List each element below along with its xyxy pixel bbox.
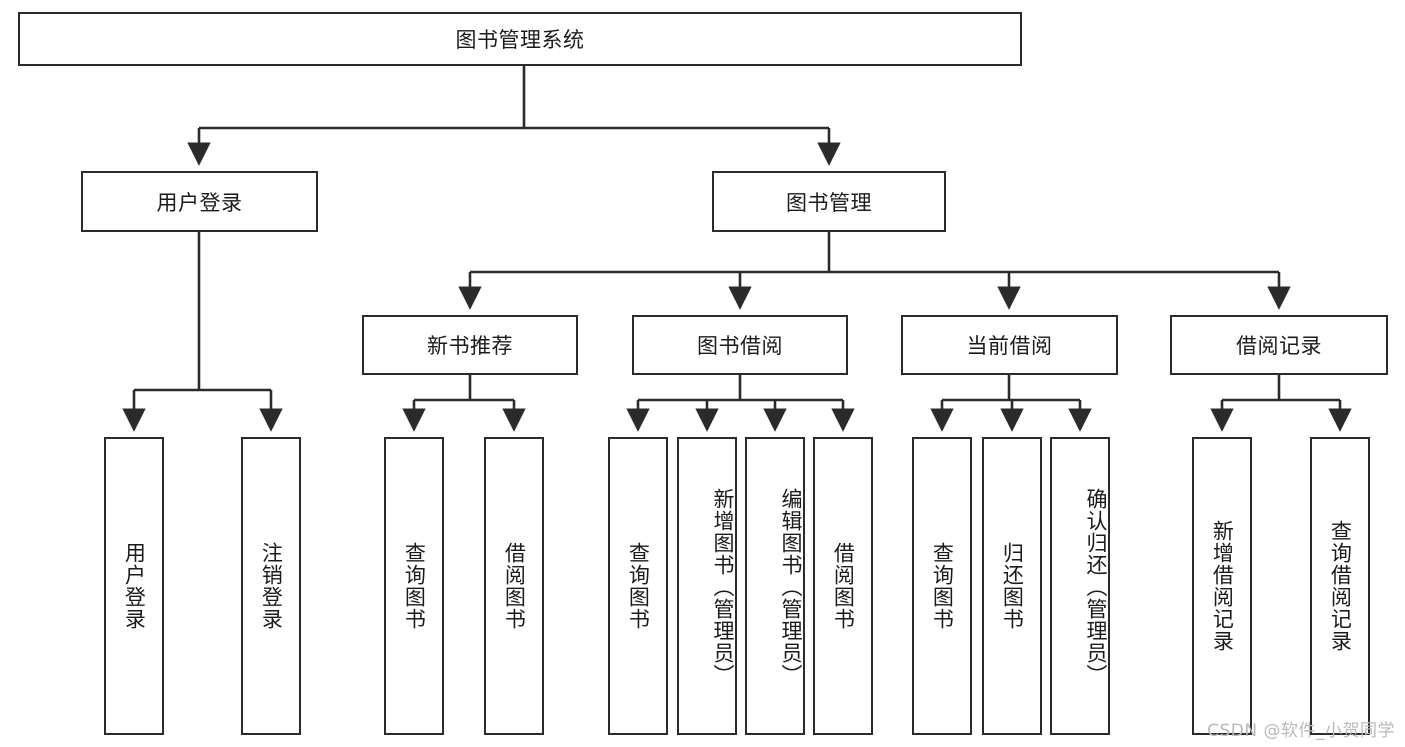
leaf-query-borrow-record[interactable]: 查询借阅记录	[1310, 437, 1370, 735]
leaf-borrow-book[interactable]: 借阅图书	[813, 437, 873, 735]
node-book-borrow[interactable]: 图书借阅	[632, 315, 848, 375]
node-label: 借阅图书	[502, 542, 527, 630]
node-label: 查询图书	[402, 542, 427, 630]
node-label: 注销登录	[259, 542, 284, 630]
leaf-edit-book-admin[interactable]: 编辑图书（管理员）	[745, 437, 805, 735]
node-label: 新书推荐	[427, 334, 513, 358]
node-borrow-records[interactable]: 借阅记录	[1170, 315, 1388, 375]
leaf-add-borrow-record[interactable]: 新增借阅记录	[1192, 437, 1252, 735]
node-label: 图书借阅	[697, 334, 783, 358]
node-new-book-recommend[interactable]: 新书推荐	[362, 315, 578, 375]
leaf-query-book-recommend[interactable]: 查询图书	[384, 437, 444, 735]
node-user-login[interactable]: 用户登录	[81, 171, 318, 232]
leaf-confirm-return-admin[interactable]: 确认归还（管理员）	[1050, 437, 1110, 735]
csdn-watermark: CSDN @软件_小贺同学	[1207, 721, 1395, 741]
leaf-return-book[interactable]: 归还图书	[982, 437, 1042, 735]
node-label: 借阅记录	[1236, 334, 1322, 358]
node-label: 新增借阅记录	[1210, 520, 1235, 652]
node-label: 图书管理	[786, 190, 872, 215]
node-book-management[interactable]: 图书管理	[712, 171, 946, 232]
node-label: 用户登录	[122, 542, 147, 630]
node-label: 确认归还（管理员）	[1084, 488, 1108, 686]
node-label: 查询图书	[626, 542, 651, 630]
node-label: 新增图书（管理员）	[711, 488, 735, 686]
leaf-borrow-book-recommend[interactable]: 借阅图书	[484, 437, 544, 735]
node-label: 借阅图书	[831, 542, 856, 630]
node-label: 归还图书	[1000, 542, 1025, 630]
node-label: 查询图书	[930, 542, 955, 630]
leaf-add-book-admin[interactable]: 新增图书（管理员）	[677, 437, 737, 735]
node-root-book-management-system[interactable]: 图书管理系统	[18, 12, 1022, 66]
leaf-user-login[interactable]: 用户登录	[104, 437, 164, 735]
node-label: 用户登录	[156, 190, 243, 215]
node-current-borrow[interactable]: 当前借阅	[901, 315, 1118, 375]
leaf-query-book-current[interactable]: 查询图书	[912, 437, 972, 735]
node-label: 编辑图书（管理员）	[779, 488, 803, 686]
node-label: 查询借阅记录	[1328, 520, 1353, 652]
node-label: 图书管理系统	[455, 28, 585, 52]
leaf-logout[interactable]: 注销登录	[241, 437, 301, 735]
node-label: 当前借阅	[966, 334, 1053, 358]
leaf-query-book-borrow[interactable]: 查询图书	[608, 437, 668, 735]
